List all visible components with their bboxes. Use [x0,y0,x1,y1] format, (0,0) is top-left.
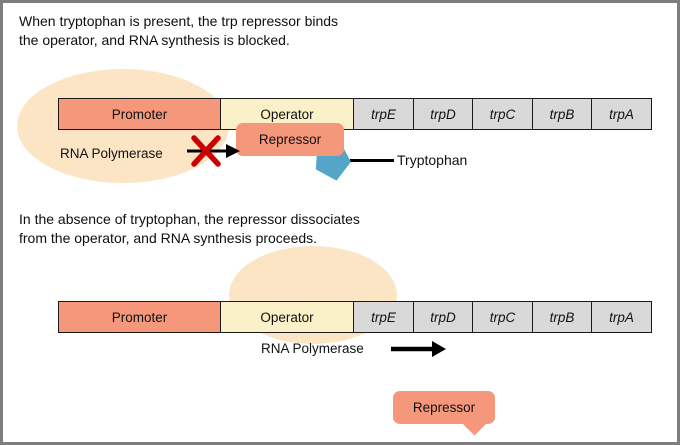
operator-segment-2: Operator [219,301,355,333]
blocked-arrow-head [226,144,240,158]
repressor-label-1: Repressor [258,132,322,147]
blocked-arrow-icon [187,135,240,167]
promoter-segment-1: Promoter [58,98,221,130]
repressor-label-2: Repressor [412,400,476,415]
rna-polymerase-label-2: RNA Polymerase [261,341,364,356]
gene-trpC-2: trpC [472,301,533,333]
panel1-caption-line1: When tryptophan is present, the trp repr… [19,13,339,29]
gene-trpC-1: trpC [472,98,533,130]
repressor-box-1: Repressor [236,123,344,156]
panel2-caption-line1: In the absence of tryptophan, the repres… [19,211,360,227]
operon-bar-1: Promoter Operator trpE trpD trpC trpB tr… [58,98,652,130]
operon-bar-2: Promoter Operator trpE trpD trpC trpB tr… [58,301,652,333]
gene-trpA-2: trpA [591,301,652,333]
gene-trpD-1: trpD [412,98,474,130]
panel2-caption: In the absence of tryptophan, the repres… [19,210,360,248]
panel1-caption-line2: the operator, and RNA synthesis is block… [19,32,290,48]
gene-trpE-1: trpE [353,98,414,130]
tryptophan-label: Tryptophan [397,152,468,168]
tryptophan-pointer-line [350,159,394,162]
panel1-caption: When tryptophan is present, the trp repr… [19,12,338,50]
red-x-icon [191,135,221,167]
gene-trpB-1: trpB [531,98,593,130]
gene-trpB-2: trpB [531,301,593,333]
gene-trpA-1: trpA [591,98,652,130]
transcription-arrow-icon [391,341,446,357]
panel2-caption-line2: from the operator, and RNA synthesis pro… [19,230,318,246]
promoter-segment-2: Promoter [58,301,221,333]
gene-trpD-2: trpD [412,301,474,333]
rna-polymerase-label-1: RNA Polymerase [60,146,163,161]
repressor-box-2: Repressor [393,391,495,436]
repressor-binding-notch [462,411,487,436]
gene-trpE-2: trpE [353,301,414,333]
transcription-arrow-head [432,341,446,357]
